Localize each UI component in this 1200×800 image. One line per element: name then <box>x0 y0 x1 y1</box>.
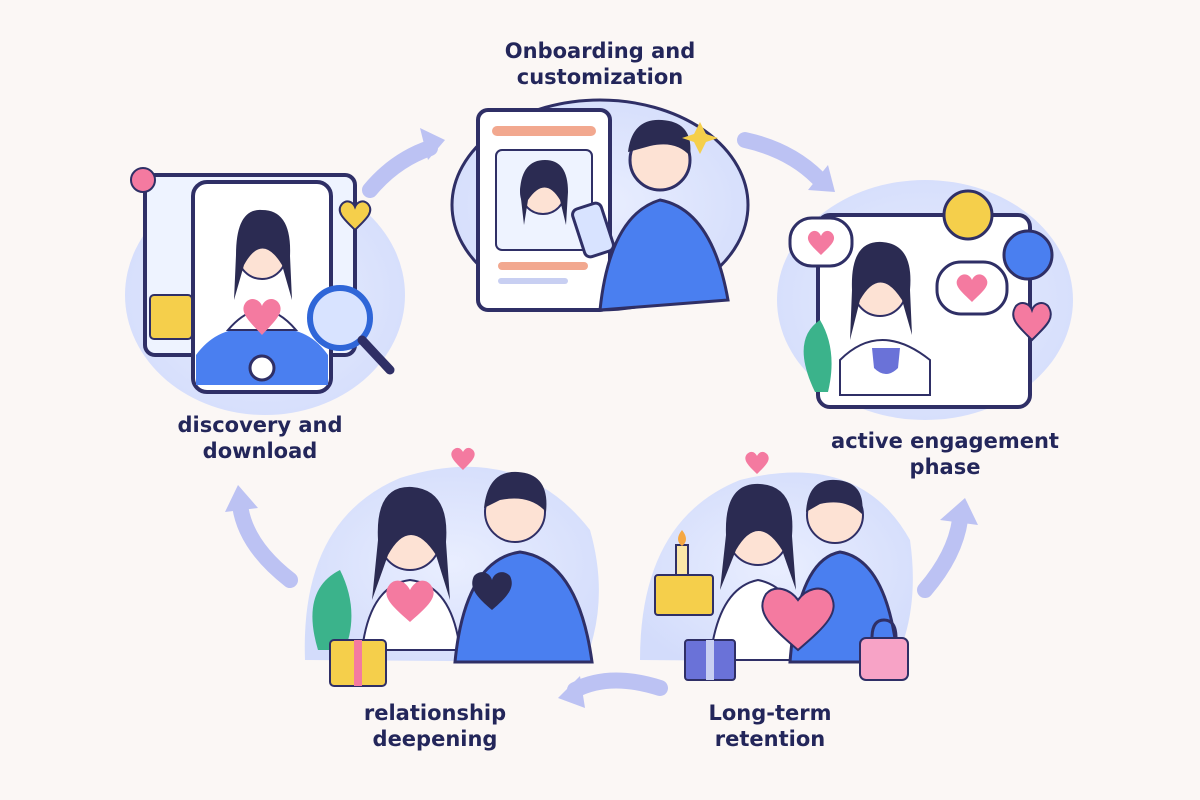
sparkle-icon <box>682 122 718 154</box>
stage-label-line: phase <box>909 455 981 479</box>
stage-label-active-engagement: active engagement phase <box>815 428 1075 480</box>
badge-icon <box>130 167 156 193</box>
magnifier-icon <box>307 285 395 375</box>
heart-icon <box>472 572 512 610</box>
gift-icon <box>149 294 193 340</box>
active-engagement-illustration <box>777 180 1073 420</box>
stage-label-line: retention <box>714 727 826 751</box>
heart-icon <box>451 447 475 470</box>
arrow-discovery-to-onboarding <box>362 140 438 198</box>
bag-icon <box>859 618 909 681</box>
smiley-icon <box>942 189 994 241</box>
heart-icon <box>243 299 281 335</box>
stage-label-line: Long-term <box>708 701 832 725</box>
stage-label-discovery: discovery and download <box>150 412 370 464</box>
stage-label-relationship: relationship deepening <box>325 700 545 752</box>
heart-icon <box>338 200 372 232</box>
heart-icon <box>386 580 434 622</box>
arrow-retention-to-relationship <box>567 672 668 698</box>
stage-label-retention: Long-term retention <box>660 700 880 752</box>
arrow-heads <box>225 128 978 708</box>
discovery-illustration <box>125 167 405 415</box>
arrow-active-to-retention <box>917 512 968 598</box>
stage-label-line: customization <box>516 65 684 89</box>
candle-icon <box>654 530 714 616</box>
onboarding-illustration <box>450 98 750 312</box>
chat-bubble-icon <box>1002 229 1054 281</box>
heart-icon <box>745 451 769 474</box>
heart-icon <box>761 587 835 652</box>
stage-label-line: active engagement <box>831 429 1059 453</box>
stage-label-line: download <box>202 439 318 463</box>
arrow-onboarding-to-active <box>737 132 826 186</box>
leaf-icon <box>312 570 352 650</box>
stage-label-line: discovery and <box>177 413 343 437</box>
stage-label-line: Onboarding and <box>504 39 696 63</box>
stage-label-line: relationship <box>363 701 507 725</box>
chat-bubble-icon <box>935 260 1009 316</box>
phone-icon <box>571 201 615 259</box>
retention-illustration <box>640 451 913 681</box>
heart-icon <box>1012 302 1052 342</box>
gift-icon <box>329 639 387 687</box>
stage-label-line: deepening <box>372 727 498 751</box>
stage-label-onboarding: Onboarding and customization <box>480 38 720 90</box>
arrow-relationship-to-discovery <box>232 497 298 588</box>
cycle-arrows <box>232 132 968 698</box>
relationship-illustration <box>304 447 599 687</box>
leaf-icon <box>803 320 832 392</box>
gift-icon <box>684 639 736 681</box>
shield-icon <box>872 348 900 374</box>
chat-bubble-icon <box>788 216 854 268</box>
